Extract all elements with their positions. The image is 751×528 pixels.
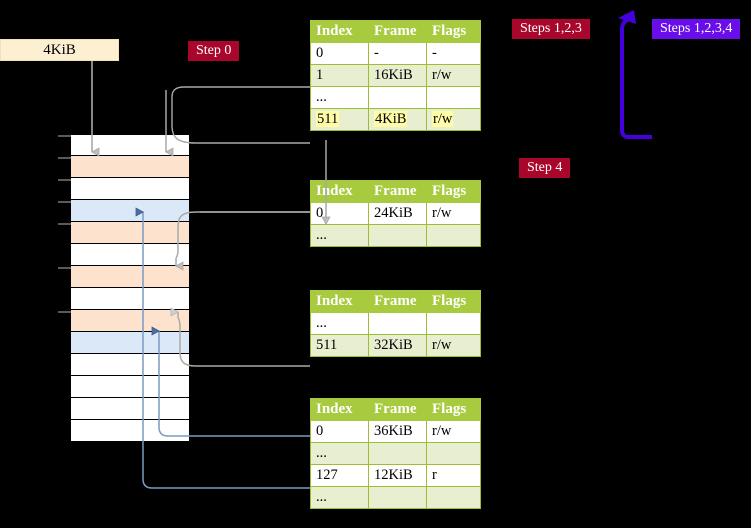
memory-frame-7 [70,288,190,310]
column-header-frame: Frame [368,398,427,421]
cell-flags [426,224,481,247]
memory-frame-0 [70,134,190,156]
cell-flags: r/w [426,420,481,443]
connector-pml4-to-frame [171,86,310,144]
memory-tick-3 [58,201,71,203]
cell-frame: 36KiB [368,420,427,443]
memory-frame-5 [70,244,190,266]
cell-frame [368,224,427,247]
table-row: 0-- [310,42,481,65]
cell-index: 127 [310,464,369,487]
cell-frame: 12KiB [368,464,427,487]
table-row: ... [310,486,481,509]
cell-index: 0 [310,202,369,225]
cell-frame [368,86,427,109]
cell-index: 511 [310,108,369,131]
column-header-index: Index [310,20,369,43]
cell-flags: r/w [426,108,481,131]
table-row: ... [310,86,481,109]
cell-index: 0 [310,42,369,65]
cell-index: ... [310,312,369,335]
cell-flags [426,86,481,109]
cell-frame: 32KiB [368,334,427,357]
connector-pd-to-row8 [178,312,310,367]
cell-index: ... [310,486,369,509]
memory-frame-10 [70,354,190,376]
cell-flags [426,486,481,509]
column-header-frame: Frame [368,180,427,203]
table-row: ... [310,224,481,247]
cell-frame [368,312,427,335]
badge-step-4: Step 4 [519,158,571,179]
memory-frame-1 [70,156,190,178]
cell-index: ... [310,442,369,465]
badge-steps-1-2-3-4: Steps 1,2,3,4 [652,19,741,40]
memory-frame-2 [70,178,190,200]
memory-frame-12 [70,398,190,420]
memory-tick-8 [58,311,71,313]
column-header-flags: Flags [426,290,481,313]
badge-steps-1-2-3: Steps 1,2,3 [512,19,590,40]
cell-flags: r [426,464,481,487]
column-header-index: Index [310,180,369,203]
cell-index: 1 [310,64,369,87]
cell-flags: r/w [426,334,481,357]
cell-frame [368,442,427,465]
column-header-frame: Frame [368,290,427,313]
memory-frame-9 [70,332,190,354]
column-header-frame: Frame [368,20,427,43]
column-header-flags: Flags [426,398,481,421]
cell-flags [426,312,481,335]
memory-frame-4 [70,222,190,244]
cell-frame: 4KiB [368,108,427,131]
cell-index: 511 [310,334,369,357]
badge-step-0: Step 0 [188,41,240,62]
bracket-steps-arrow [618,10,652,139]
column-header-flags: Flags [426,180,481,203]
column-header-flags: Flags [426,20,481,43]
cell-frame: 16KiB [368,64,427,87]
cell-flags: - [426,42,481,65]
memory-frame-13 [70,420,190,442]
memory-tick-4 [58,223,71,225]
column-header-index: Index [310,290,369,313]
memory-tick-2 [58,179,71,181]
connector-frame-to-pdpt [200,211,310,213]
cell-index: 0 [310,420,369,443]
connector-row4-to-pdpt [176,211,310,266]
memory-frame-11 [70,376,190,398]
column-header-index: Index [310,398,369,421]
memory-tick-1 [58,157,71,159]
cell-flags: r/w [426,64,481,87]
memory-frame-8 [70,310,190,332]
cell-flags: r/w [426,202,481,225]
cell-frame: - [368,42,427,65]
cell-index: ... [310,224,369,247]
memory-frame-3 [70,200,190,222]
memory-frame-6 [70,266,190,288]
memory-tick-6 [58,267,71,269]
memory-tick-0 [58,135,71,137]
cell-frame: 24KiB [368,202,427,225]
table-row: ... [310,312,481,335]
cell-flags [426,442,481,465]
table-row: ... [310,442,481,465]
cell-index: ... [310,86,369,109]
cell-frame [368,486,427,509]
physical-memory-column [70,134,190,442]
memory-size-label: 4KiB [0,39,119,61]
